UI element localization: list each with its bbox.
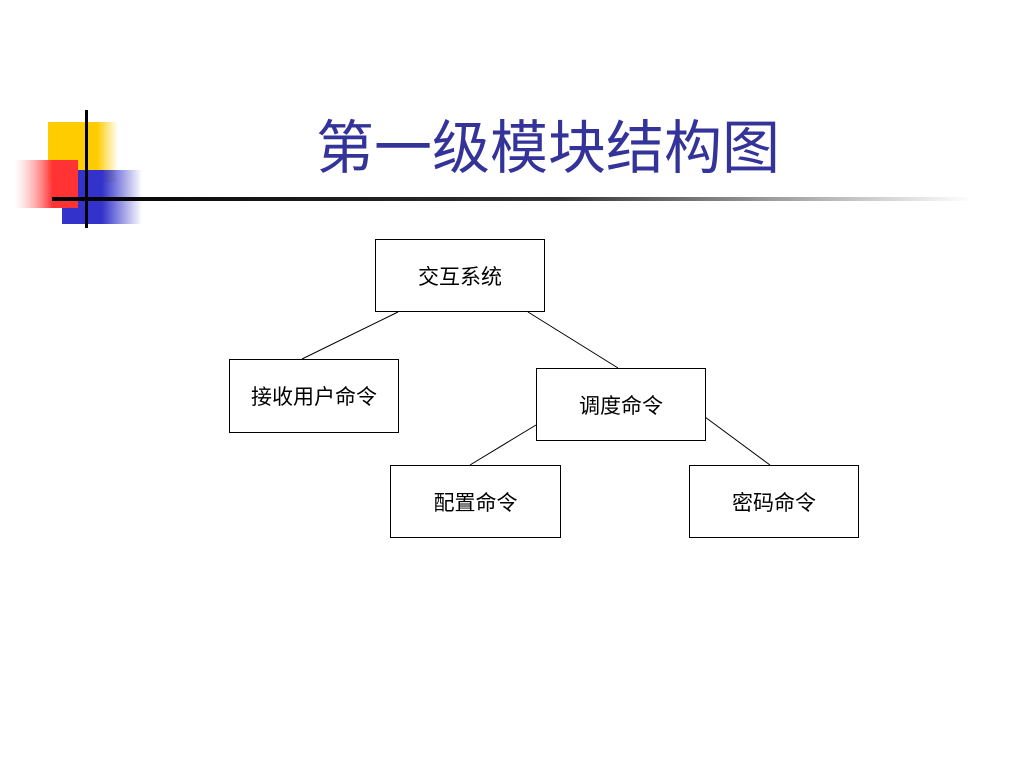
horizontal-rule [52,197,972,201]
node-root: 交互系统 [375,239,545,312]
node-config-command: 配置命令 [390,465,561,538]
corner-decoration [14,110,972,228]
node-receive-user-command: 接收用户命令 [229,359,399,433]
connector-dispatch-password [704,416,771,466]
node-dispatch-command: 调度命令 [536,368,706,441]
slide-title: 第一级模块结构图 [316,114,781,182]
vertical-line [85,110,88,228]
node-password-command: 密码命令 [689,465,859,538]
connector-dispatch-config [469,424,537,466]
connector-root-receive [301,311,399,360]
connector-root-dispatch [527,311,619,369]
